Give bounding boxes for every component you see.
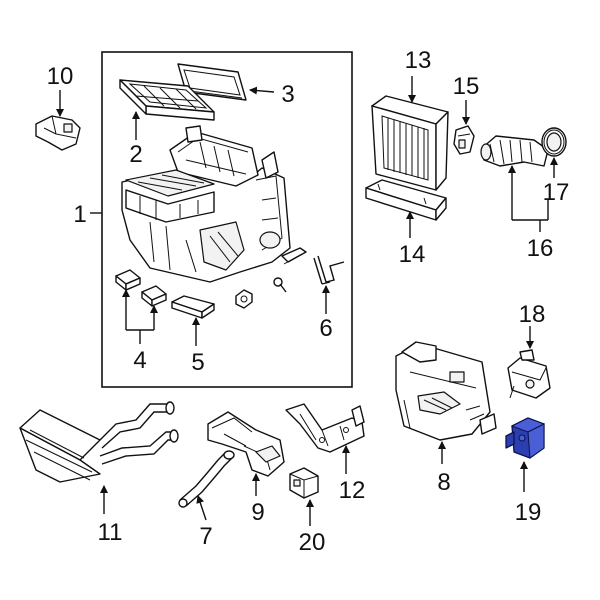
part-9-duct[interactable] [207, 411, 285, 477]
callout-11: 11 [98, 519, 123, 546]
callout-7: 7 [199, 523, 212, 550]
part-20-connector[interactable] [289, 467, 319, 499]
leader-lines [56, 76, 558, 526]
part-15-sensor[interactable] [453, 125, 475, 155]
part-1-hvac-housing[interactable] [121, 125, 291, 283]
part-screw[interactable] [273, 277, 287, 293]
callout-8: 8 [437, 469, 450, 496]
callout-3: 3 [281, 81, 294, 108]
part-18-actuator[interactable] [507, 349, 551, 399]
callout-17: 17 [543, 179, 570, 206]
part-hose-clip[interactable] [281, 247, 307, 265]
part-10-bracket[interactable] [35, 115, 81, 151]
callout-12: 12 [339, 477, 366, 504]
callout-5: 5 [191, 349, 204, 376]
part-nut[interactable] [235, 289, 253, 309]
part-14-filter-cover[interactable] [365, 179, 447, 221]
callout-1: 1 [73, 201, 86, 228]
part-7-drain-hose[interactable] [178, 450, 235, 508]
callout-13: 13 [405, 47, 432, 74]
part-17-seal-ring[interactable] [541, 127, 567, 157]
part-13-cabin-filter[interactable] [371, 95, 449, 191]
part-11-heater-core[interactable] [19, 401, 179, 483]
part-12-bracket[interactable] [285, 403, 365, 453]
assembly-frame [101, 51, 353, 388]
part-8-heater-case[interactable] [395, 341, 497, 441]
part-4-pads[interactable] [115, 269, 167, 307]
callout-18: 18 [519, 301, 546, 328]
part-6-bracket[interactable] [313, 255, 345, 285]
callout-6: 6 [319, 315, 332, 342]
callout-2: 2 [129, 141, 142, 168]
callout-9: 9 [251, 499, 264, 526]
callout-15: 15 [453, 73, 480, 100]
part-2-grille[interactable] [119, 79, 215, 121]
part-16-duct[interactable] [480, 135, 549, 167]
callout-labels: 10 3 2 1 4 5 6 13 14 15 16 17 18 19 8 11… [47, 47, 570, 556]
part-19-blend-door-actuator[interactable] [505, 417, 546, 459]
callout-14: 14 [399, 241, 426, 268]
callout-19: 19 [515, 499, 542, 526]
callout-4: 4 [133, 347, 146, 374]
callout-20: 20 [299, 529, 326, 556]
callout-16: 16 [527, 235, 554, 262]
part-5-pad[interactable] [171, 295, 215, 319]
callout-10: 10 [47, 63, 74, 90]
